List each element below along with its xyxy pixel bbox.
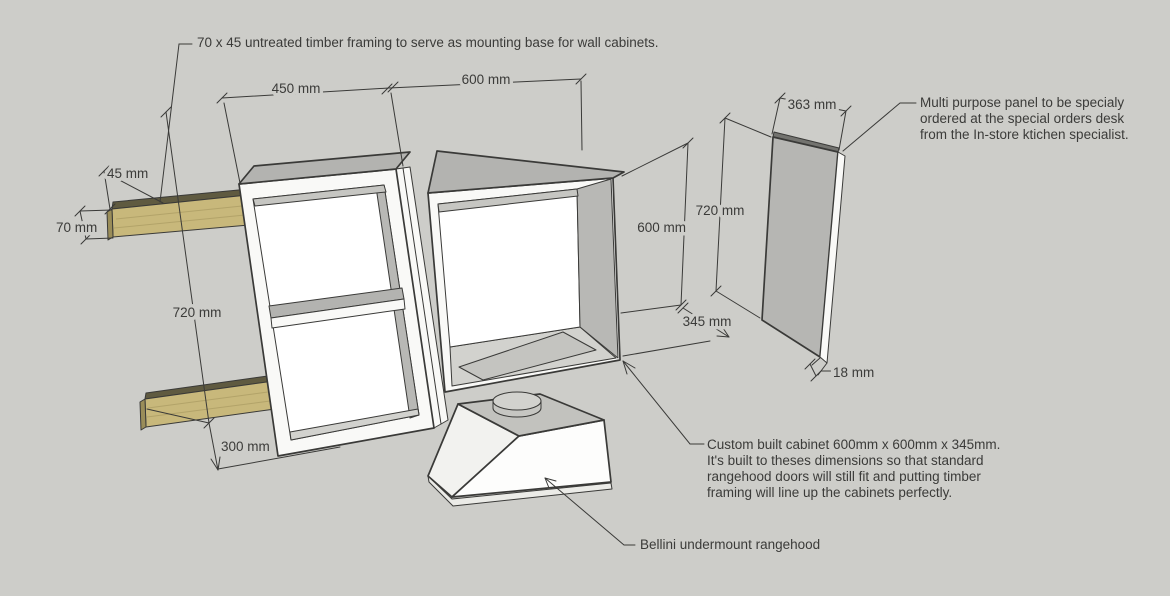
dim-panel-height: 720 mm bbox=[692, 112, 772, 319]
dim-timber-offset: 300 mm bbox=[146, 408, 341, 471]
rangehood-base-rim bbox=[427, 475, 613, 507]
timber-grain-line bbox=[146, 400, 271, 418]
dim-label-720-left: 720 mm bbox=[173, 305, 222, 320]
dim-timber-height: 70 mm bbox=[53, 205, 114, 245]
rangehood-note-text: Bellini undermount rangehood bbox=[640, 537, 820, 552]
dim-right-cabinet-width: 600 mm bbox=[388, 69, 587, 151]
timber-end-cap bbox=[106, 208, 114, 241]
left-cabinet bbox=[238, 151, 435, 457]
right-cabinet-interior-right-wall bbox=[576, 178, 619, 359]
dim-label-720-panel: 720 mm bbox=[696, 203, 745, 218]
leader-timber-note bbox=[159, 43, 193, 203]
dim-label-18: 18 mm bbox=[833, 365, 874, 380]
cabinet-note-text: Custom built cabinet 600mm x 600mm x 345… bbox=[707, 437, 1000, 500]
right-cabinet-back-panel bbox=[437, 188, 581, 348]
dim-left-cabinet-height: 720 mm bbox=[160, 106, 225, 424]
left-cabinet-shelf-front-edge bbox=[270, 298, 406, 329]
cabinet-divider-line bbox=[402, 167, 442, 425]
annotation-texts: 70 x 45 untreated timber framing to serv… bbox=[197, 35, 1129, 552]
svg-text:It's built to theses dimension: It's built to theses dimensions so that … bbox=[707, 453, 983, 468]
timber-grain-line bbox=[147, 391, 269, 409]
dim-right-cabinet-height: 600 mm bbox=[620, 137, 694, 314]
multi-purpose-panel bbox=[761, 131, 846, 364]
svg-text:Multi purpose panel to be spec: Multi purpose panel to be specialy bbox=[920, 95, 1124, 110]
dim-label-70: 70 mm bbox=[56, 220, 97, 235]
rangehood bbox=[427, 391, 613, 507]
svg-text:Custom built cabinet 600mm x 6: Custom built cabinet 600mm x 600mm x 345… bbox=[707, 437, 1000, 452]
dim-label-600-right: 600 mm bbox=[637, 220, 686, 235]
dim-label-363: 363 mm bbox=[788, 97, 837, 112]
dim-label-300: 300 mm bbox=[221, 439, 270, 454]
timber-grain-line bbox=[115, 205, 243, 220]
leader-panel-note bbox=[842, 102, 917, 152]
timber-rail-bottom bbox=[139, 374, 276, 431]
left-cabinet-top-face bbox=[238, 151, 411, 185]
timber-end-cap bbox=[139, 398, 147, 431]
dim-label-600-top: 600 mm bbox=[462, 72, 511, 87]
svg-text:from the In-store ktichen spec: from the In-store ktichen specialist. bbox=[920, 127, 1129, 142]
timber-grain-line bbox=[113, 214, 246, 229]
annotation-leaders bbox=[159, 43, 917, 546]
left-cabinet-interior-top-strip bbox=[252, 184, 387, 207]
right-cabinet bbox=[427, 150, 625, 393]
timber-note-text: 70 x 45 untreated timber framing to serv… bbox=[197, 35, 659, 50]
right-cabinet-top-face bbox=[427, 150, 625, 194]
dim-left-cabinet-width: 450 mm bbox=[216, 78, 404, 184]
svg-text:ordered at the special orders: ordered at the special orders desk bbox=[920, 111, 1124, 126]
dim-label-45: 45 mm bbox=[107, 166, 148, 181]
duct-cylinder-top bbox=[492, 391, 542, 411]
dimension-lines: 450 mm 600 mm 45 mm 70 mm bbox=[53, 69, 878, 471]
dim-label-345: 345 mm bbox=[683, 314, 732, 329]
right-cabinet-interior-top-strip bbox=[437, 188, 579, 213]
panel-note-text: Multi purpose panel to be specialy order… bbox=[920, 95, 1129, 142]
dim-cabinet-depth: 345 mm bbox=[622, 302, 735, 357]
right-cabinet-bottom-opening bbox=[458, 331, 597, 381]
dim-timber-depth: 45 mm bbox=[98, 163, 164, 215]
leader-rangehood-note bbox=[544, 477, 636, 546]
svg-text:framing will line up the cabin: framing will line up the cabinets perfec… bbox=[707, 485, 952, 500]
leader-cabinet-note bbox=[622, 360, 705, 445]
dim-panel-thickness: 18 mm bbox=[804, 357, 878, 384]
left-cabinet-interior-floor bbox=[289, 408, 420, 441]
dim-panel-width: 363 mm bbox=[771, 92, 852, 151]
svg-text:rangehood doors will still fit: rangehood doors will still fit and putti… bbox=[707, 469, 981, 484]
dim-label-450: 450 mm bbox=[272, 81, 321, 96]
